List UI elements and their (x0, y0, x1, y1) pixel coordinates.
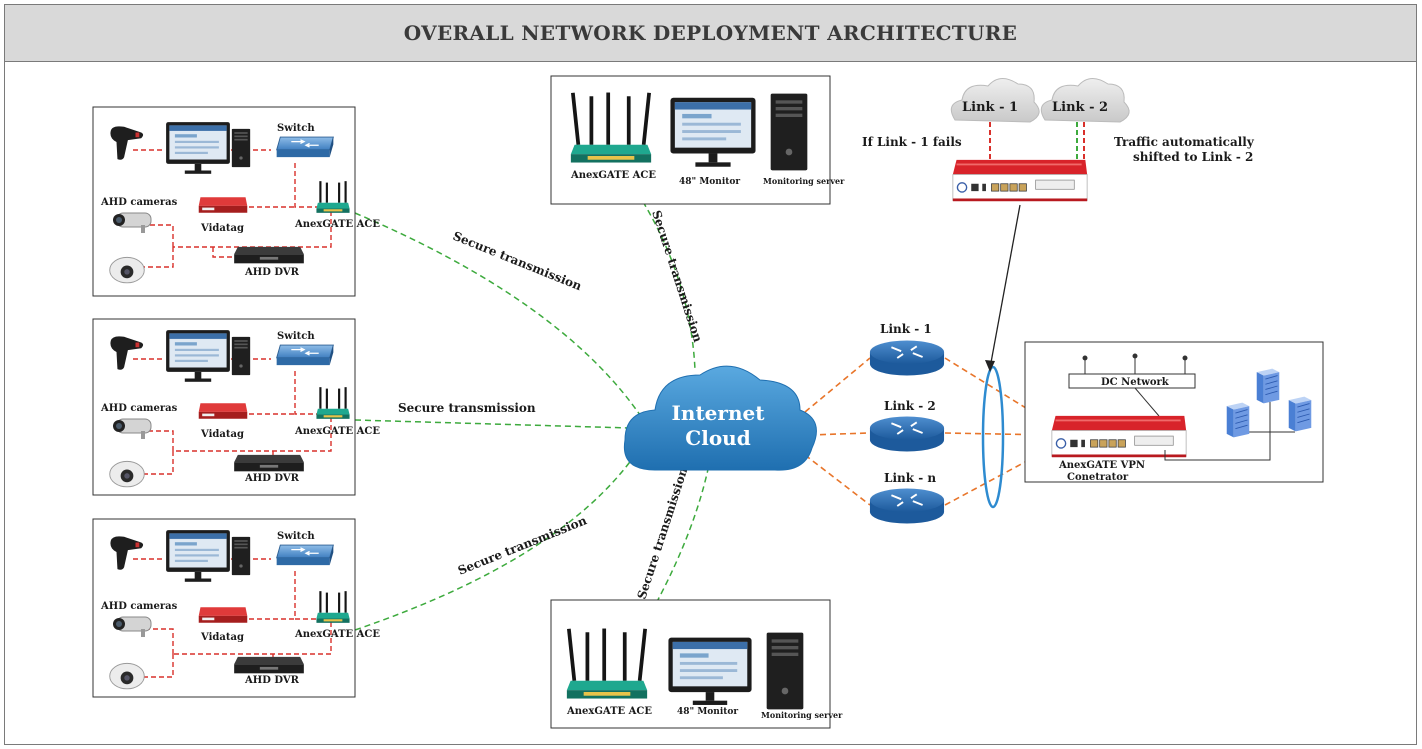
vidatag-label: Vidatag (200, 429, 244, 440)
secure-link-branch-1 (354, 212, 641, 416)
dvr-icon (234, 656, 304, 674)
vpn-concentrator-label-line1: AnexGATE VPN (1058, 460, 1145, 471)
secure-link-label-branch-3: Secure transmission (456, 513, 589, 578)
dc-network-drops (1082, 353, 1188, 417)
isp-router-label: Link - n (884, 471, 936, 485)
cloud-label-line2: Cloud (685, 426, 750, 450)
secure-link-label-monitor-bottom: Secure transmission (635, 465, 691, 600)
failover-arrow-head (985, 360, 995, 372)
failover-arrow-line (989, 204, 1021, 369)
router-label: AnexGATE ACE (570, 170, 656, 181)
dvr-label: AHD DVR (244, 267, 300, 278)
router-label: AnexGATE ACE (294, 629, 380, 640)
monitor-label: 48" Monitor (677, 707, 738, 717)
vidatag-device-icon (198, 197, 248, 213)
isp-cloud-2-label: Link - 2 (1052, 100, 1108, 115)
dc-server-link (1164, 432, 1271, 461)
secure-link-branch-3 (354, 454, 636, 631)
isp-router-1: Link - 1 (868, 322, 946, 377)
isp-link-1-in (804, 357, 871, 413)
dc-network-label: DC Network (1101, 377, 1170, 388)
vpn-concentrator-icon (1051, 415, 1187, 458)
server-label: Monitoring server (763, 176, 845, 186)
dvr-label: AHD DVR (244, 675, 300, 686)
cloud-label-line1: Internet (672, 401, 766, 425)
failover-note: If Link - 1 fails (862, 135, 962, 149)
vidatag-device-icon (198, 403, 248, 419)
isp-router-label: Link - 1 (880, 322, 932, 336)
router-icon (868, 415, 946, 453)
dome-camera-icon (109, 662, 145, 690)
branch-office-1: Switch AHD cameras Vidatag AnexGATE ACE … (92, 106, 380, 297)
monitor-label: 48" Monitor (679, 177, 740, 187)
desktop-tower-icon (231, 336, 251, 376)
isp-link-2-out (944, 432, 1051, 436)
switch-label: Switch (277, 123, 315, 134)
failover-shift-line1: Traffic automatically (1114, 135, 1255, 149)
dvr-icon (234, 454, 304, 472)
ahd-cameras-label: AHD cameras (100, 601, 178, 612)
lan-links (133, 358, 332, 475)
dome-camera-icon (109, 460, 145, 488)
desktop-tower-icon (231, 128, 251, 168)
isp-router-n: Link - n (868, 471, 946, 525)
ahd-cameras-label: AHD cameras (100, 403, 178, 414)
switch-icon (276, 544, 334, 566)
failover-shift-line2: shifted to Link - 2 (1133, 150, 1253, 164)
server-tower-icon (770, 93, 808, 171)
branch-office-2: Switch AHD cameras Vidatag AnexGATE ACE … (92, 318, 380, 496)
isp-cloud-2 (1040, 78, 1130, 123)
desktop-tower-icon (231, 536, 251, 576)
vidatag-label: Vidatag (200, 223, 244, 234)
router-icon (868, 487, 946, 525)
data-center: DC Network AnexGATE VPN Conetrator (1024, 341, 1324, 483)
vidatag-device-icon (198, 607, 248, 623)
dc-network-bar (1068, 373, 1196, 389)
isp-cloud-1 (950, 78, 1040, 123)
dvr-icon (234, 246, 304, 264)
switch-label: Switch (277, 531, 315, 542)
diagram-title: OVERALL NETWORK DEPLOYMENT ARCHITECTURE (403, 21, 1018, 45)
server-rack-icon (1226, 402, 1250, 438)
monitoring-center-bottom: AnexGATE ACE 48" Monitor Monitoring serv… (550, 599, 843, 729)
isp-link-2-in (809, 432, 869, 436)
secure-link-branch-2 (354, 419, 631, 429)
server-rack-icon (1256, 368, 1280, 404)
switch-icon (276, 344, 334, 366)
isp-cloud-1-label: Link - 1 (962, 100, 1018, 115)
dvr-label: AHD DVR (244, 473, 300, 484)
ahd-cameras-label: AHD cameras (100, 197, 178, 208)
monitoring-center-top: AnexGATE ACE 48" Monitor Monitoring serv… (550, 75, 845, 205)
switch-label: Switch (277, 331, 315, 342)
internet-cloud: Internet Cloud (623, 365, 817, 471)
vpn-concentrator-label-line2: Conetrator (1067, 472, 1129, 483)
secure-link-label-branch-2: Secure transmission (398, 401, 536, 415)
failover-detail: Link - 1 Link - 2 If Link - 1 fails Traf… (862, 78, 1255, 372)
router-label: AnexGATE ACE (566, 706, 652, 717)
vidatag-label: Vidatag (200, 632, 244, 643)
router-label: AnexGATE ACE (294, 426, 380, 437)
isp-router-2: Link - 2 (868, 399, 946, 453)
isp-router-label: Link - 2 (884, 399, 936, 413)
router-label: AnexGATE ACE (294, 219, 380, 230)
link-bundle-ring (981, 365, 1005, 509)
server-label: Monitoring server (761, 710, 843, 720)
dome-camera-icon (109, 256, 145, 284)
secure-link-label-monitor-top: Secure transmission (649, 209, 705, 344)
server-rack-icon (1288, 396, 1312, 432)
switch-icon (276, 136, 334, 158)
server-tower-icon (766, 632, 804, 710)
router-icon (868, 339, 946, 377)
title-bar: OVERALL NETWORK DEPLOYMENT ARCHITECTURE (4, 4, 1417, 62)
branch-office-3: Switch AHD cameras Vidatag AnexGATE ACE … (92, 518, 380, 698)
isp-link-n-in (804, 454, 871, 506)
secure-link-label-branch-1: Secure transmission (451, 229, 584, 294)
anexgate-appliance-icon (952, 159, 1088, 202)
